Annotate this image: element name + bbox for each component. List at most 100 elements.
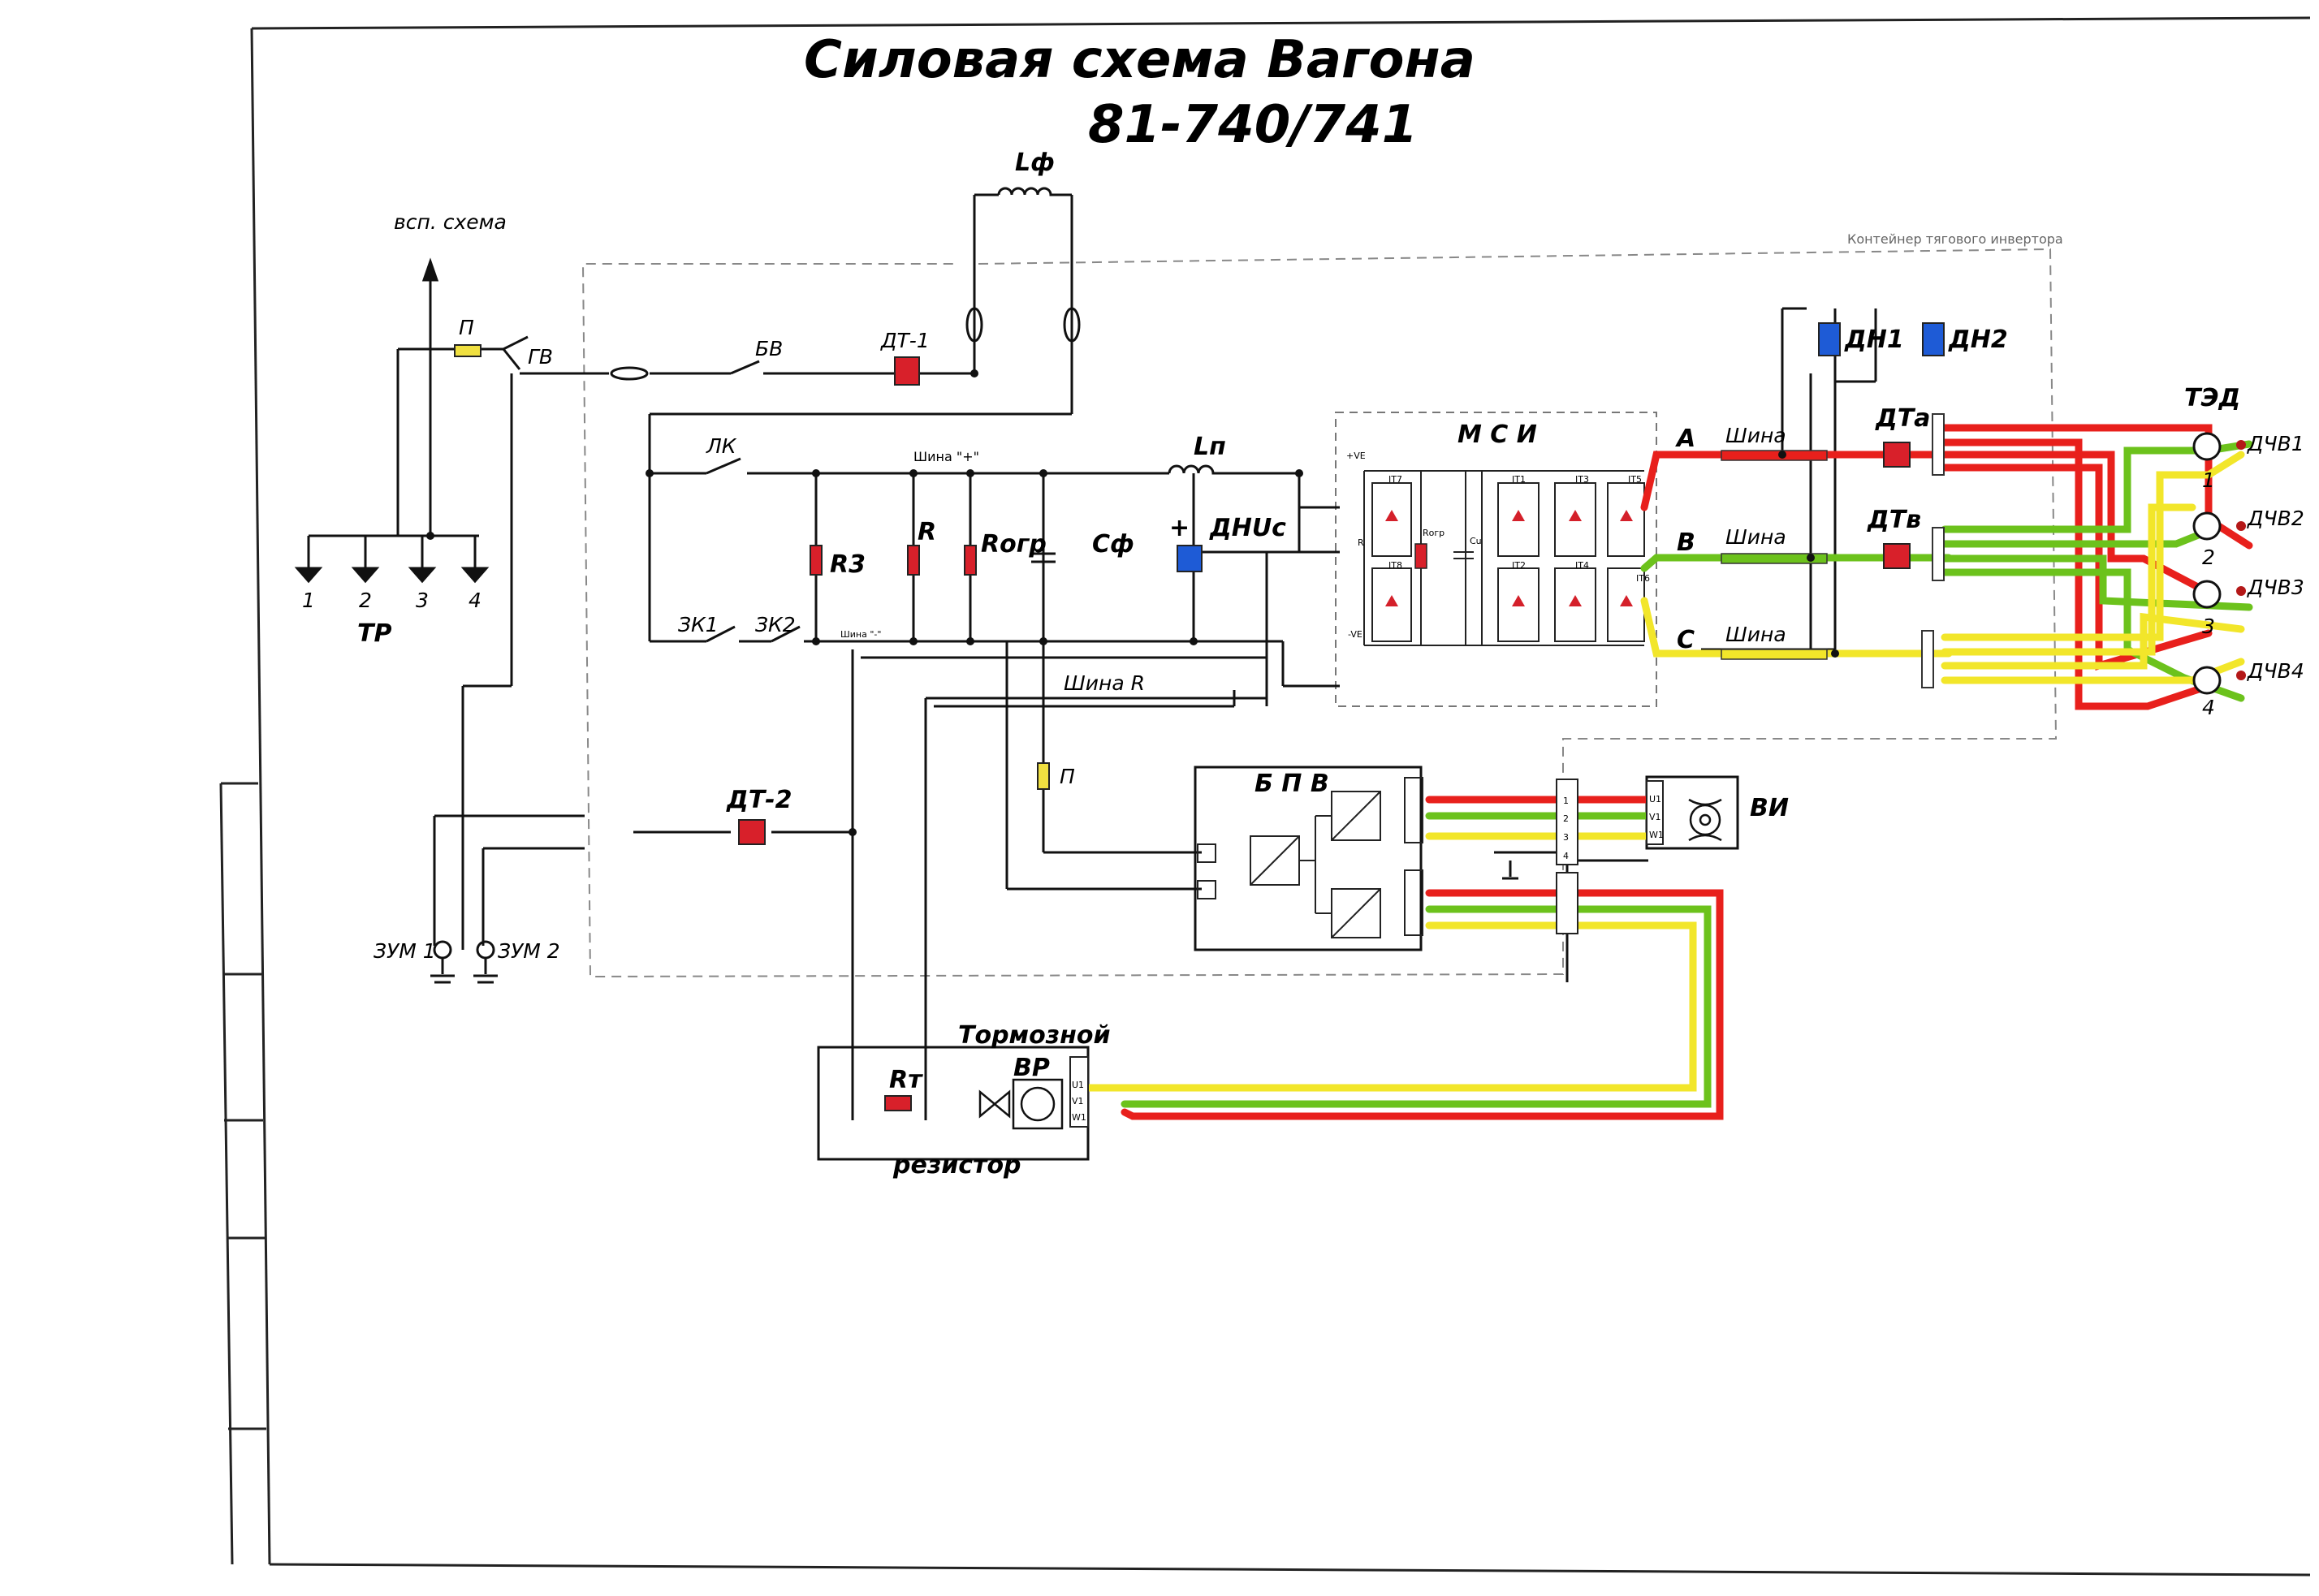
igbt-label-1: IT1 bbox=[1512, 474, 1526, 485]
aux-scheme-label: всп. схема bbox=[394, 210, 507, 234]
rogr-resistor bbox=[964, 545, 977, 576]
dn2-sensor bbox=[1922, 322, 1945, 356]
fan-icon bbox=[978, 798, 1722, 1130]
dnuc-label: ДНUс bbox=[1209, 514, 1286, 542]
zum1-label: ЗУМ 1 bbox=[374, 939, 436, 963]
motor-3 bbox=[2192, 580, 2222, 609]
ve-plus-label: +VE bbox=[1346, 451, 1366, 461]
igbt-label-7: IT7 bbox=[1388, 474, 1402, 485]
dtv-label: ДТв bbox=[1867, 506, 1921, 534]
terminal-strips bbox=[1069, 779, 1664, 1128]
msi-label: М С И bbox=[1457, 421, 1537, 449]
bus-b-label: Шина bbox=[1725, 525, 1786, 549]
motor-4 bbox=[2192, 666, 2222, 695]
traction-motors bbox=[2192, 432, 2222, 695]
motor-3-label: ДЧВ3 bbox=[2247, 576, 2304, 599]
vr-label: ВР bbox=[1013, 1054, 1050, 1082]
vi-pin-u: U1 bbox=[1649, 794, 1661, 804]
junctions bbox=[426, 369, 1839, 836]
vi-label: ВИ bbox=[1750, 794, 1789, 822]
brake-bottom-label: резистор bbox=[892, 1151, 1021, 1180]
vi-pin-w: W1 bbox=[1649, 830, 1664, 840]
msi-internals bbox=[1363, 470, 1645, 646]
igbt-label-6: IT6 bbox=[1636, 573, 1650, 584]
voltage-sensors bbox=[1177, 322, 1945, 572]
bus-a-label: Шина bbox=[1725, 424, 1786, 447]
igbt-label-8: IT8 bbox=[1388, 560, 1402, 571]
motor-1-label: ДЧВ1 bbox=[2247, 432, 2304, 455]
zum2-label: ЗУМ 2 bbox=[498, 939, 560, 963]
terminal-num-3: 3 bbox=[1563, 832, 1569, 843]
tr-label: ТР bbox=[357, 619, 391, 648]
terminal-num-2: 2 bbox=[1563, 813, 1569, 824]
r3-resistor bbox=[810, 545, 823, 576]
ted-label: ТЭД bbox=[2184, 384, 2240, 412]
title-line-2: 81-740/741 bbox=[1088, 95, 1418, 155]
dn2-label: ДН2 bbox=[1948, 326, 2008, 354]
dnuc-sensor bbox=[1177, 545, 1203, 572]
shina-plus-label: Шина "+" bbox=[913, 449, 979, 464]
terminal-num-4: 4 bbox=[1563, 851, 1569, 861]
dta-sensor bbox=[1883, 442, 1911, 468]
motor-4-num: 4 bbox=[2202, 696, 2215, 719]
capacitor-cf bbox=[1031, 552, 1056, 563]
cf-label: Cф bbox=[1092, 530, 1134, 559]
zk1-label: ЗК1 bbox=[678, 613, 719, 636]
motor-2-label: ДЧВ2 bbox=[2247, 507, 2304, 530]
ve-minus-label: -VE bbox=[1348, 629, 1362, 640]
phase-b-label: B bbox=[1677, 528, 1695, 557]
tr-num-4: 4 bbox=[469, 589, 482, 612]
lp-label: Lп bbox=[1194, 433, 1226, 461]
rt-resistor bbox=[884, 1095, 912, 1111]
title-line-1: Силовая схема Вагона bbox=[804, 30, 1475, 90]
motor-4-label: ДЧВ4 bbox=[2247, 659, 2304, 683]
igbt-label-3: IT3 bbox=[1575, 474, 1589, 485]
msi-rogr-resistor bbox=[1414, 543, 1427, 569]
terminal-num-1: 1 bbox=[1563, 796, 1569, 806]
dt2-sensor bbox=[738, 819, 766, 845]
motor-speed-sensors bbox=[2236, 440, 2246, 680]
igbt-label-4: IT4 bbox=[1575, 560, 1589, 571]
dn1-sensor bbox=[1818, 322, 1841, 356]
aux-arrow-icon bbox=[421, 257, 439, 349]
gv-label: ГВ bbox=[528, 345, 553, 369]
bv-label: БВ bbox=[755, 337, 783, 360]
rogr-label: Rогр bbox=[981, 530, 1047, 559]
r-resistor bbox=[907, 545, 920, 576]
current-sensors bbox=[738, 356, 1911, 1111]
brake-top-label: Тормозной bbox=[958, 1021, 1110, 1050]
fuse-top bbox=[454, 344, 482, 357]
bus-bars bbox=[1721, 413, 1945, 688]
inductors bbox=[610, 187, 1226, 475]
dn1-label: ДН1 bbox=[1844, 326, 1904, 354]
dt1-sensor bbox=[894, 356, 920, 386]
msi-cu-label: Cu bbox=[1470, 536, 1482, 546]
phase-c-label: C bbox=[1677, 626, 1695, 654]
fuse-p bbox=[1037, 762, 1050, 790]
vr-pin-u: U1 bbox=[1072, 1080, 1084, 1090]
r-label: R bbox=[918, 518, 936, 546]
rt-label: Rт bbox=[889, 1066, 923, 1094]
vr-pin-w: W1 bbox=[1072, 1112, 1086, 1123]
dnuc-plus-sign: + bbox=[1169, 514, 1190, 542]
zk2-label: ЗК2 bbox=[755, 613, 796, 636]
motor-1 bbox=[2192, 432, 2222, 461]
msi-rogr-label: Rогр bbox=[1423, 528, 1445, 538]
inverter-container bbox=[581, 248, 2058, 978]
vi-pin-v: V1 bbox=[1649, 812, 1661, 822]
container-label: Контейнер тягового инвертора bbox=[1847, 231, 2063, 247]
switches bbox=[503, 335, 801, 643]
igbt-diodes bbox=[1385, 510, 1633, 606]
r3-label: R3 bbox=[830, 550, 866, 579]
lk-label: ЛК bbox=[706, 434, 737, 458]
motor-1-num: 1 bbox=[2202, 468, 2215, 492]
motor-2-num: 2 bbox=[2202, 546, 2215, 569]
vr-pin-v: V1 bbox=[1072, 1096, 1084, 1106]
bpv-internals bbox=[1197, 777, 1423, 938]
zum-grounds bbox=[430, 940, 498, 984]
motor-3-num: 3 bbox=[2202, 615, 2215, 638]
dt1-label: ДТ-1 bbox=[880, 329, 930, 352]
phase-a-label: A bbox=[1675, 425, 1695, 453]
tr-num-3: 3 bbox=[416, 589, 429, 612]
